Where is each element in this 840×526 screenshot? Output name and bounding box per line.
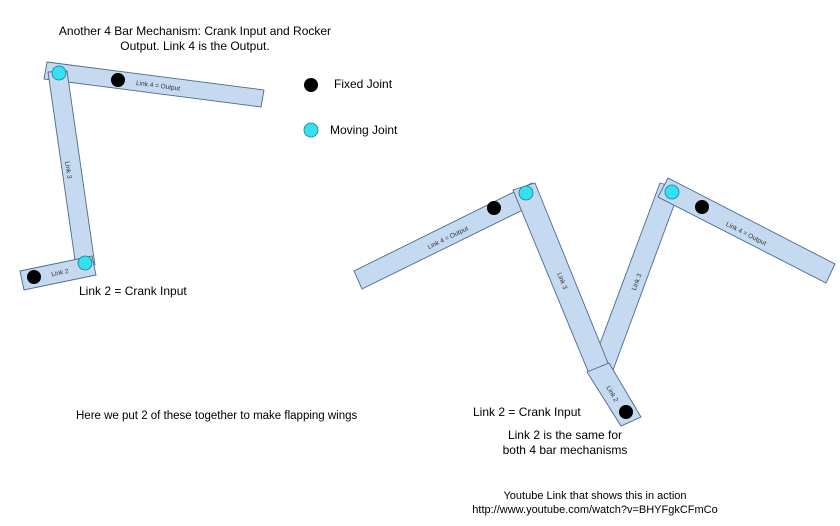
right-link3a-bar: Link 3: [512, 182, 611, 377]
legend-fixed-joint-icon: [304, 78, 318, 92]
left-link3-label: Link 3: [63, 161, 72, 180]
title-line-1: Another 4 Bar Mechanism: Crank Input and…: [58, 24, 332, 38]
right-right-link4-bar: Link 4 = Output: [657, 177, 836, 284]
legend-fixed-joint-label: Fixed Joint: [334, 77, 393, 91]
right-fixed-joint-left: [487, 201, 501, 215]
left-fixed-joint-bottom: [27, 270, 41, 284]
right-crank-input-label: Link 2 = Crank Input: [473, 405, 581, 419]
title-line-2: Output. Link 4 is the Output.: [120, 39, 270, 53]
right-fixed-joint-right: [695, 200, 709, 214]
legend-moving-joint-label: Moving Joint: [330, 123, 398, 137]
same-link-note-line-1: Link 2 is the same for: [507, 428, 623, 442]
same-link-note: Link 2 is the same for both 4 bar mechan…: [480, 428, 650, 458]
diagram-title: Another 4 Bar Mechanism: Crank Input and…: [40, 24, 350, 54]
left-link2-label: Link 2: [51, 268, 70, 279]
right-moving-joint-left: [518, 185, 534, 201]
left-link3-bar: Link 3: [47, 70, 96, 268]
right-fixed-joint-crank: [619, 405, 633, 419]
right-left-link4-bar: Link 4 = Output: [353, 182, 542, 290]
right-link2-bar: Link 2: [586, 362, 642, 427]
left-crank-input-label: Link 2 = Crank Input: [79, 284, 187, 298]
left-moving-joint-bottom: [77, 255, 93, 271]
youtube-note: Youtube Link that shows this in action h…: [450, 489, 740, 517]
same-link-note-line-2: both 4 bar mechanisms: [502, 443, 628, 457]
flapping-wings-note: Here we put 2 of these together to make …: [76, 410, 358, 422]
right-moving-joint-right: [664, 184, 680, 200]
left-link4-bar: Link 4 = Output: [43, 61, 265, 108]
youtube-note-line-1: Youtube Link that shows this in action: [503, 490, 687, 502]
left-fixed-joint-top: [111, 73, 125, 87]
legend-moving-joint-icon: [303, 122, 319, 138]
youtube-link[interactable]: http://www.youtube.com/watch?v=BHYFgkCFm…: [472, 504, 718, 516]
left-moving-joint-top: [51, 65, 67, 81]
